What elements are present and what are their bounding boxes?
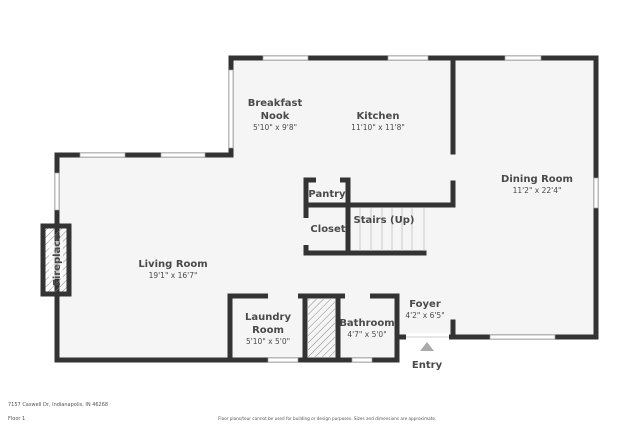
kitchen-dims: 11'10" x 11'8" [351,123,405,132]
laundry-room-label-2: Room [252,325,284,336]
living-room-dims: 19'1" x 16'7" [149,271,198,280]
pantry-label: Pantry [308,189,346,200]
breakfast-nook-dims: 5'10" x 9'8" [253,123,297,132]
stairs-label: Stairs (Up) [354,215,415,226]
dining-room-label: Dining Room [501,174,573,185]
stair-treads [359,208,425,251]
utility-chase [308,299,335,357]
floor-area [57,58,596,360]
breakfast-nook-label: Breakfast [248,98,303,109]
living-room-label: Living Room [138,259,207,270]
foyer-label: Foyer [409,299,441,310]
breakfast-nook-label-2: Nook [261,111,290,122]
kitchen-label: Kitchen [357,111,400,122]
bathroom-label: Bathroom [339,318,394,329]
closet-label: Closet [310,224,345,235]
dining-room-dims: 11'2" x 22'4" [513,186,562,195]
entry-label: Entry [412,360,443,371]
windows [54,55,599,363]
foyer-dims: 4'2" x 6'5" [405,311,444,320]
fireplace-label: Fireplace [52,234,63,286]
address: 7157 Caswell Dr, Indianapolis, IN 46268 [8,402,109,408]
openings [268,176,449,341]
laundry-room-label: Laundry [245,312,291,323]
entry-arrow-icon [420,342,434,351]
fireplace [40,223,72,297]
floor-label: Floor 1 [8,416,26,422]
disclaimer: Floor plans/tour cannot be used for buil… [218,416,437,421]
laundry-room-dims: 5'10" x 5'0" [246,337,290,346]
bathroom-dims: 4'7" x 5'0" [347,330,386,339]
